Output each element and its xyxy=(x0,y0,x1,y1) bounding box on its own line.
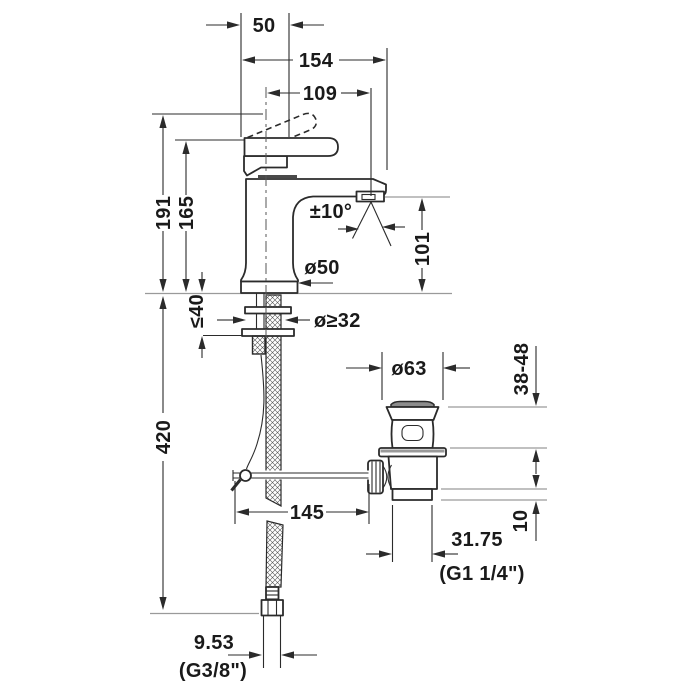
dim-base-diameter-label: ø50 xyxy=(304,257,339,279)
dim-spout-height-label: 101 xyxy=(412,232,434,266)
dim-total-depth: 154 109 xyxy=(242,48,388,170)
pop-up-rod-mechanism xyxy=(230,354,369,492)
supply-hose xyxy=(260,294,284,668)
dim-supply-connection-diameter-label: 9.53 xyxy=(194,632,234,654)
dim-max-deck-thickness: ≤40 xyxy=(186,272,243,358)
dim-basin-clamping-range: 38-48 xyxy=(511,343,540,474)
base-plate xyxy=(240,280,299,294)
dim-body-height: 165 xyxy=(175,139,244,292)
dim-hole-diameter-label: ø≥32 xyxy=(314,310,361,332)
dim-spray-angle: ±10° xyxy=(310,201,405,233)
dim-total-depth-label: 154 xyxy=(299,50,334,72)
handle-raised-position-outline xyxy=(247,112,318,153)
dim-max-height-label: 191 xyxy=(153,196,175,230)
mounting-shank xyxy=(241,293,295,355)
clamping-washer-upper xyxy=(244,306,292,315)
rod-ball-joint xyxy=(239,469,252,482)
drain-tailpiece xyxy=(391,488,433,501)
drain-flange xyxy=(378,447,447,458)
dim-rod-projection: 145 xyxy=(234,481,370,524)
dim-drain-flange-diameter: ø63 xyxy=(346,352,470,400)
dim-rod-projection-label: 145 xyxy=(290,502,324,524)
dim-supply-connection: 9.53 (G3/8") xyxy=(179,632,317,682)
aerator xyxy=(355,190,385,203)
dim-drain-connection: 31.75 (G1 1/4") xyxy=(366,529,525,585)
dim-handle-width-label: 50 xyxy=(253,15,276,37)
dim-tailpiece-stub: 10 xyxy=(510,475,540,541)
dim-spout-height: 101 xyxy=(412,198,434,292)
dim-body-height-label: 165 xyxy=(176,196,198,230)
dim-spray-angle-label: ±10° xyxy=(310,201,352,223)
hose-end-fitting xyxy=(260,586,284,668)
reference-lines xyxy=(145,196,547,615)
dim-hole-diameter: ø≥32 xyxy=(217,310,361,332)
dim-base-diameter: ø50 xyxy=(298,257,339,287)
dim-basin-clamping-range-label: 38-48 xyxy=(511,343,533,396)
dim-supply-connection-thread-label: (G3/8") xyxy=(179,660,247,682)
dim-tailpiece-stub-label: 10 xyxy=(510,510,532,533)
faucet-body xyxy=(240,87,392,338)
dimension-annotations: 50 154 109 109 191 xyxy=(152,13,540,682)
dim-handle-width: 50 xyxy=(206,13,324,137)
rod-lever xyxy=(230,478,242,492)
clamping-washer-lower xyxy=(241,328,295,337)
knurled-adjuster-knob xyxy=(367,459,388,495)
drain-body xyxy=(387,455,438,562)
dim-spout-reach: 109 xyxy=(267,83,370,105)
dim-drain-flange-diameter-label: ø63 xyxy=(391,358,426,380)
spray-angle-lines xyxy=(352,201,392,247)
dim-spout-reach-label: 109 xyxy=(303,83,337,105)
dim-max-deck-thickness-label: ≤40 xyxy=(186,294,208,328)
threaded-stud xyxy=(251,335,266,355)
dim-max-height: 191 xyxy=(152,113,263,292)
dim-hose-length-label: 420 xyxy=(153,420,175,454)
dim-drain-connection-thread-label: (G1 1/4") xyxy=(439,563,525,585)
dim-drain-connection-diameter-label: 31.75 xyxy=(451,529,503,551)
drain-assembly xyxy=(367,400,447,562)
dim-hose-length: 420 xyxy=(153,296,175,610)
popup-plug xyxy=(385,400,440,449)
handle-lever xyxy=(243,137,339,157)
